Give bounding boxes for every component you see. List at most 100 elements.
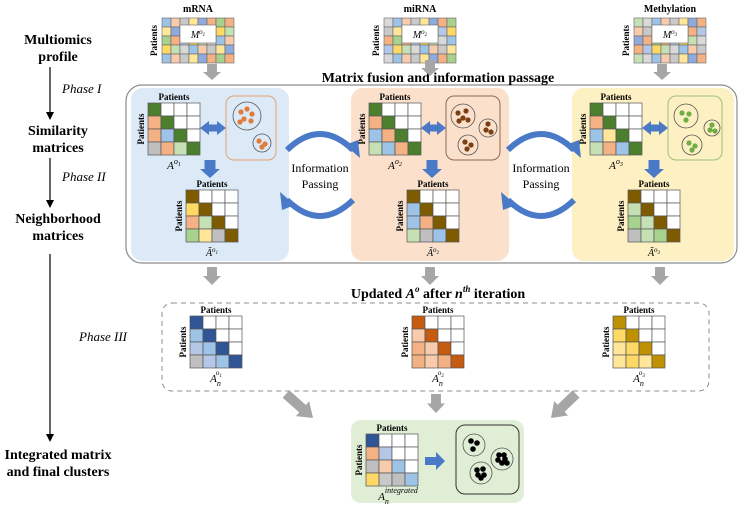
cluster-dot	[248, 118, 254, 124]
matrix-cell	[411, 354, 426, 369]
info-passing-right	[501, 131, 581, 219]
matrix-cell	[160, 102, 175, 117]
omics-cell	[215, 44, 226, 55]
matrix-cell	[228, 315, 243, 330]
omics-matrix-label: Mo1	[190, 28, 205, 41]
omics-cell	[170, 44, 181, 55]
matrix-cell	[394, 141, 409, 156]
omics-cell	[392, 35, 403, 46]
matrix-cell	[186, 102, 201, 117]
omics-patients-2: Patients	[371, 25, 381, 56]
pass-head-top	[345, 140, 360, 158]
omics-cell	[437, 17, 448, 28]
omics-matrix-3	[633, 17, 707, 64]
omics-cell	[428, 44, 439, 55]
pass-curve-bottom	[505, 197, 577, 219]
cluster-dot	[456, 118, 462, 124]
similarity-3-patients-top: Patients	[601, 92, 632, 102]
matrix-cell	[411, 315, 426, 330]
matrix-cell	[368, 141, 383, 156]
omics-cell	[678, 53, 689, 64]
matrix-cell	[211, 228, 226, 243]
label-similarity-line1: Similarity	[28, 124, 88, 139]
similarity-1-patients-top: Patients	[159, 92, 190, 102]
pass-head-top	[566, 140, 581, 158]
omics-cell	[161, 53, 172, 64]
matrix-cell	[419, 189, 434, 204]
matrix-cell	[612, 354, 627, 369]
matrix-cell	[627, 228, 642, 243]
matrix-cell	[589, 128, 604, 143]
matrix-cell	[185, 215, 200, 230]
omics-cell	[660, 53, 671, 64]
omics-cell	[687, 53, 698, 64]
matrix-cell	[638, 315, 653, 330]
matrix-cell	[394, 128, 409, 143]
cluster-dot	[480, 466, 486, 472]
omics-cell	[215, 26, 226, 37]
omics-cell	[161, 44, 172, 55]
matrix-cell	[160, 141, 175, 156]
omics-cell	[687, 44, 698, 55]
matrix-cell	[666, 215, 681, 230]
matrix-cell	[147, 128, 162, 143]
cluster-dot	[707, 127, 713, 133]
matrix-cell	[625, 315, 640, 330]
matrix-cell	[445, 228, 460, 243]
matrix-cell	[186, 141, 201, 156]
similarity-matrix-1	[147, 102, 201, 156]
similarity-label-2: Ao2	[387, 157, 402, 172]
matrix-cell	[432, 202, 447, 217]
similarity-cluster-arrow-3	[642, 121, 668, 135]
pass-curve-top	[284, 131, 356, 153]
omics-cell	[224, 17, 235, 28]
clusters-integrated	[455, 424, 520, 495]
matrix-cell	[198, 228, 213, 243]
matrix-cell	[424, 328, 439, 343]
matrix-cell	[365, 459, 380, 474]
omics-cell	[215, 53, 226, 64]
omics-cell	[419, 44, 430, 55]
phase1-arrow-mrna	[203, 64, 221, 80]
cluster-ring	[232, 101, 262, 131]
omics-name-3: Methylation	[644, 4, 697, 15]
pass-curve-top	[505, 131, 577, 153]
omics-cell	[642, 26, 653, 37]
omics-cell	[642, 17, 653, 28]
cluster-dot	[499, 460, 505, 466]
blue-down-methylation	[644, 160, 664, 178]
integrated-cluster-arrow	[425, 452, 445, 470]
label-integrated-line1: Integrated matrix	[5, 448, 112, 463]
matrix-cell	[211, 189, 226, 204]
cluster-dot	[709, 122, 715, 128]
matrix-cell	[173, 128, 188, 143]
matrix-cell	[189, 328, 204, 343]
omics-cell	[437, 35, 448, 46]
neighborhood-label-1: Ão1	[205, 246, 218, 259]
matrix-cell	[378, 459, 393, 474]
matrix-cell	[215, 354, 230, 369]
matrix-cell	[445, 189, 460, 204]
cluster-dot	[474, 440, 480, 446]
matrix-cell	[628, 141, 643, 156]
matrix-cell	[202, 341, 217, 356]
matrix-cell	[627, 215, 642, 230]
cluster-dot	[241, 116, 247, 122]
matrix-cell	[602, 102, 617, 117]
matrix-cell	[160, 115, 175, 130]
matrix-cell	[147, 141, 162, 156]
matrix-cell	[391, 459, 406, 474]
stage-labels: Multiomics profile Similarity matrices N…	[5, 33, 112, 480]
matrix-cell	[612, 341, 627, 356]
matrix-cell	[437, 354, 452, 369]
cluster-dot	[692, 143, 698, 149]
omics-cell	[401, 44, 412, 55]
matrix-cell	[378, 472, 393, 487]
omics-matrix-label: Mo2	[412, 28, 428, 41]
clusters-mrna	[225, 95, 277, 161]
matrix-cell	[368, 128, 383, 143]
updated-container	[161, 302, 710, 392]
omics-cell	[437, 44, 448, 55]
similarity-matrix-2	[368, 102, 422, 156]
pass-head-bottom	[280, 192, 295, 210]
